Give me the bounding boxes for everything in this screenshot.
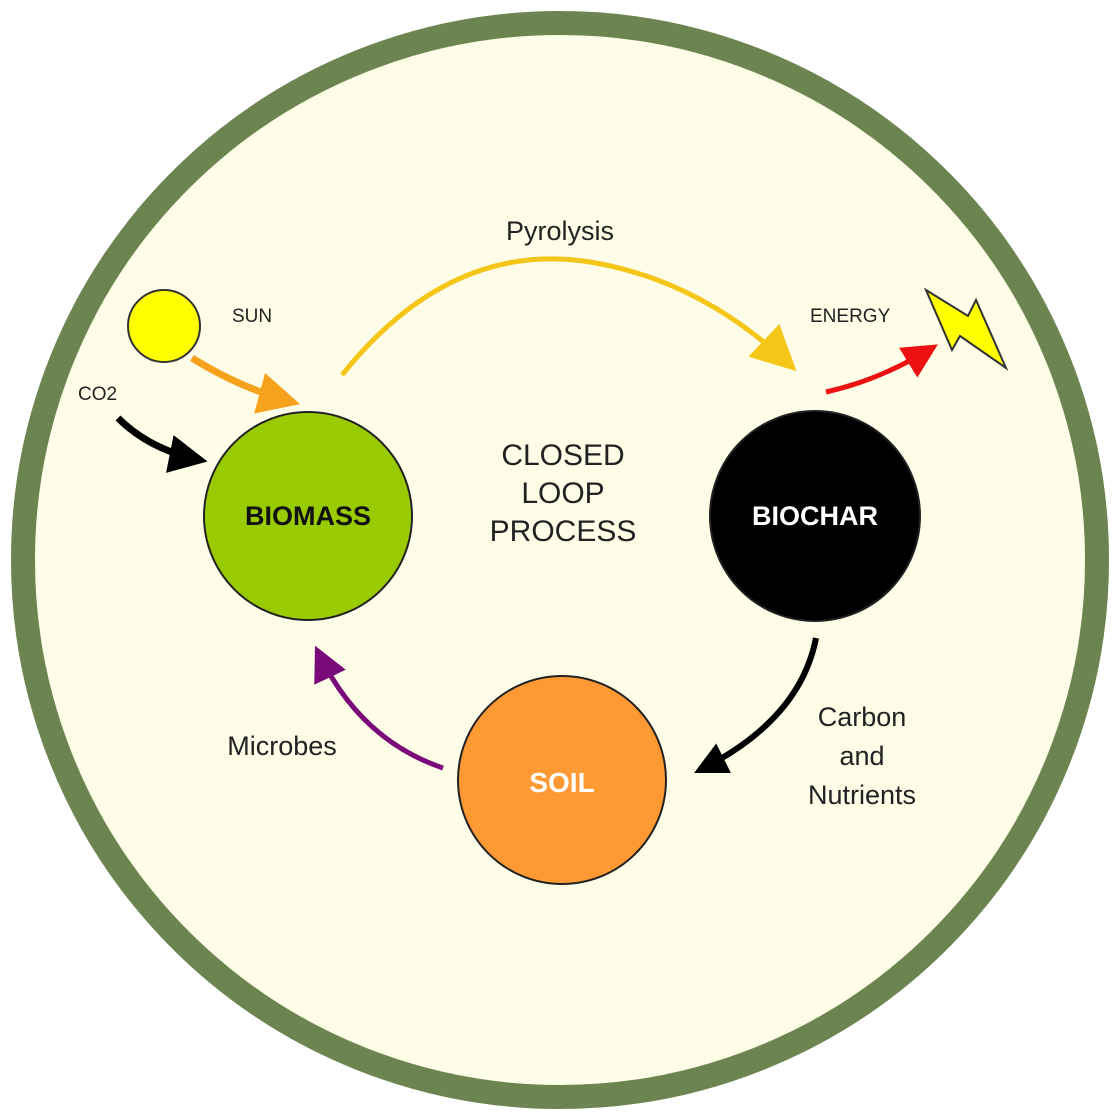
carbon-label-line2: and [839,741,884,771]
biochar-label: BIOCHAR [752,501,878,531]
soil-label: SOIL [529,767,594,798]
biomass-node [203,411,413,621]
outer-ring [11,11,1109,1109]
center-text-line2: LOOP [521,477,604,510]
sun-label: SUN [232,306,272,327]
sun-arrow [190,355,301,414]
soil-node [457,675,667,885]
microbes-arrow [314,645,444,771]
biomass-label: BIOMASS [245,501,371,531]
carbon-label-line3: Nutrients [808,780,916,810]
center-text-line3: PROCESS [490,515,637,548]
co2-arrow [115,415,208,473]
energy-arrow [825,344,938,395]
carbon-label-line1: Carbon [818,702,907,732]
lightning-bolt-icon [923,287,1009,371]
carbon-nutrients-arrow [694,637,819,773]
microbes-label: Microbes [227,731,337,761]
center-text-line1: CLOSED [501,439,624,472]
co2-label: CO2 [78,384,117,405]
sun-icon [127,289,201,363]
pyrolysis-arrow [340,256,797,377]
energy-label: ENERGY [810,306,891,327]
pyrolysis-label: Pyrolysis [506,216,614,246]
biochar-node [709,410,921,622]
